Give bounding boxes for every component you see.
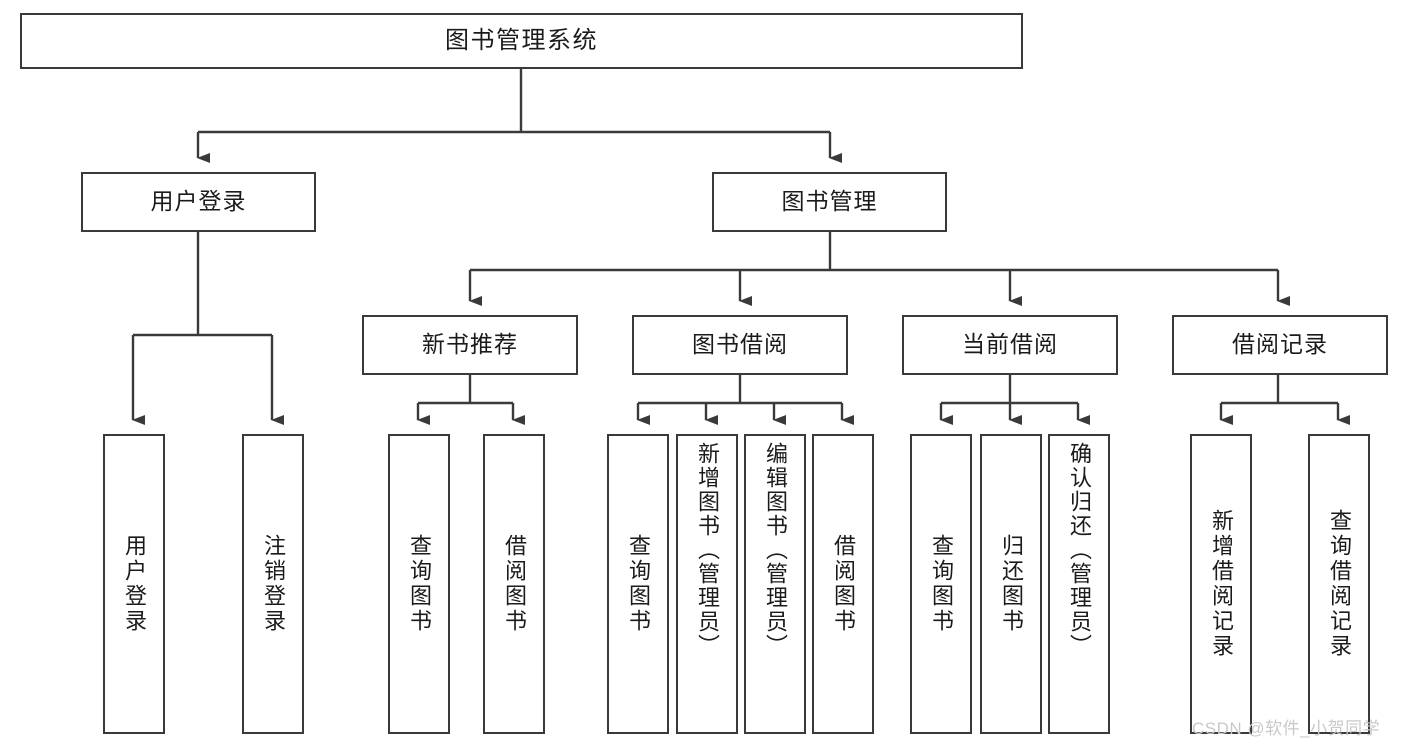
leaf-return-book[interactable]: 归还图书 [980,434,1042,734]
node-borrow-record[interactable]: 借阅记录 [1172,315,1388,375]
node-book-borrow[interactable]: 图书借阅 [632,315,848,375]
node-root-system[interactable]: 图书管理系统 [20,13,1023,69]
node-label: 查询图书 [626,534,651,634]
node-book-management[interactable]: 图书管理 [712,172,947,232]
leaf-query-book-recommend[interactable]: 查询图书 [388,434,450,734]
node-label: 新增图书（管理员） [695,442,720,658]
node-label: 注销登录 [261,534,286,634]
leaf-query-borrow-record[interactable]: 查询借阅记录 [1308,434,1370,734]
csdn-watermark: CSDN @软件_小贺同学 [1192,719,1381,738]
node-current-borrow[interactable]: 当前借阅 [902,315,1118,375]
node-label: 借阅图书 [502,534,527,634]
node-label: 借阅图书 [831,534,856,634]
node-label: 借阅记录 [1232,331,1328,358]
leaf-query-book-borrow[interactable]: 查询图书 [607,434,669,734]
leaf-query-book-current[interactable]: 查询图书 [910,434,972,734]
node-label: 确认归还（管理员） [1067,442,1092,658]
leaf-user-logout[interactable]: 注销登录 [242,434,304,734]
node-label: 用户登录 [122,534,147,634]
leaf-add-borrow-record[interactable]: 新增借阅记录 [1190,434,1252,734]
node-label: 查询图书 [407,534,432,634]
node-label: 当前借阅 [962,331,1058,358]
node-label: 用户登录 [150,188,247,215]
leaf-user-login[interactable]: 用户登录 [103,434,165,734]
node-new-book-recommend[interactable]: 新书推荐 [362,315,578,375]
node-label: 图书管理 [781,188,878,215]
node-label: 图书管理系统 [445,26,598,54]
node-label: 新增借阅记录 [1209,509,1234,659]
node-label: 归还图书 [999,534,1024,634]
leaf-confirm-return-admin[interactable]: 确认归还（管理员） [1048,434,1110,734]
node-label: 查询借阅记录 [1327,509,1352,659]
node-label: 查询图书 [929,534,954,634]
node-user-login[interactable]: 用户登录 [81,172,316,232]
node-label: 新书推荐 [422,331,518,358]
leaf-edit-book-admin[interactable]: 编辑图书（管理员） [744,434,806,734]
leaf-add-book-admin[interactable]: 新增图书（管理员） [676,434,738,734]
leaf-borrow-book[interactable]: 借阅图书 [812,434,874,734]
leaf-borrow-book-recommend[interactable]: 借阅图书 [483,434,545,734]
node-label: 编辑图书（管理员） [763,442,788,658]
node-label: 图书借阅 [692,331,788,358]
